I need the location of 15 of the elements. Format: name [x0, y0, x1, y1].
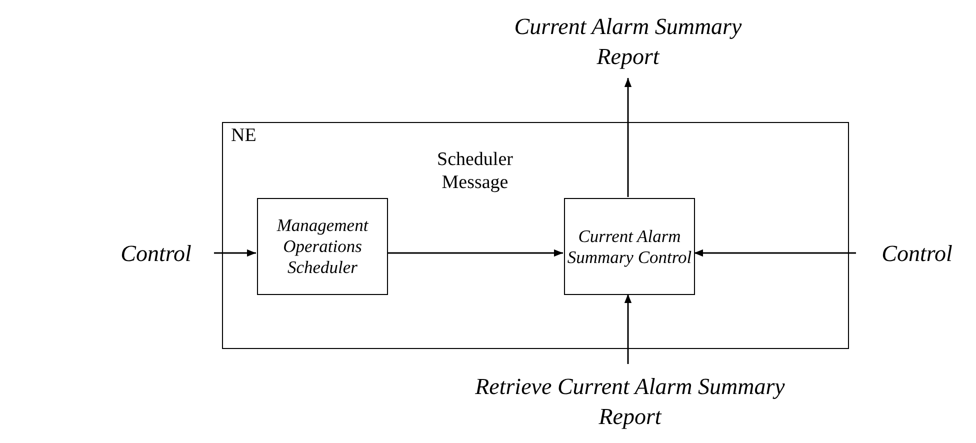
arrow: [387, 249, 563, 257]
input-label: Retrieve Current Alarm Summary Report: [474, 373, 786, 431]
process-name: Current Alarm Summary Control: [566, 226, 693, 268]
arrow: [694, 249, 856, 257]
input-label: Control: [120, 240, 192, 268]
input-label: Control: [882, 240, 952, 268]
arrow: [624, 78, 632, 197]
process-box: [564, 198, 695, 295]
arrow: [214, 249, 256, 257]
process-box: [257, 198, 388, 295]
process-name: Management Operations Scheduler: [276, 215, 370, 278]
system-boundary-box: [222, 122, 849, 349]
output-label: Current Alarm Summary Report: [513, 13, 743, 71]
boundary-title: NE: [231, 125, 256, 147]
arrow: [624, 294, 632, 364]
